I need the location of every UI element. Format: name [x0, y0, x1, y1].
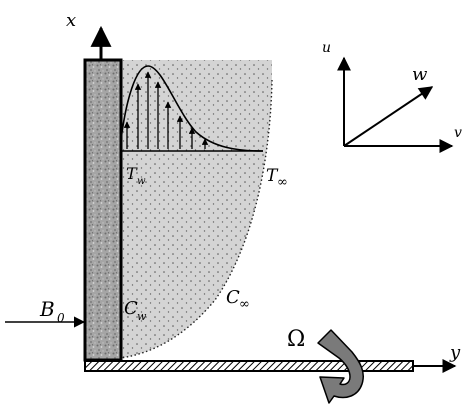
cw-label: C w	[124, 298, 147, 323]
cw-subscript: w	[137, 310, 147, 323]
vertical-plate	[83, 58, 123, 362]
tw-label: T w	[126, 164, 146, 187]
w-vector-arrow	[343, 86, 434, 147]
cw-main: C	[124, 298, 138, 319]
rotation-arrow	[317, 329, 364, 404]
omega-label: Ω	[287, 327, 305, 352]
horizontal-plate	[84, 360, 414, 372]
velocity-profile-curve	[120, 65, 264, 152]
tinf-subscript: ∞	[277, 175, 288, 190]
y-axis-label: y	[449, 342, 461, 363]
tw-main: T	[126, 164, 138, 183]
cinf-label: C ∞	[226, 287, 250, 312]
cinf-main: C	[226, 287, 240, 308]
concentration-boundary	[120, 79, 273, 359]
x-axis-label: x	[66, 10, 76, 31]
b0-subscript: 0	[57, 311, 65, 325]
tinf-main: T	[266, 166, 279, 186]
velocity-arrows	[123, 71, 209, 149]
cinf-subscript: ∞	[239, 297, 250, 312]
fluid-region-dots	[121, 60, 272, 358]
v-label: v	[454, 125, 462, 141]
b0-main: B	[39, 297, 55, 321]
b0-label: B 0	[39, 297, 65, 325]
tw-subscript: w	[137, 176, 146, 187]
tinf-label: T ∞	[266, 166, 288, 190]
u-label: u	[322, 40, 331, 56]
w-label: w	[412, 64, 428, 85]
